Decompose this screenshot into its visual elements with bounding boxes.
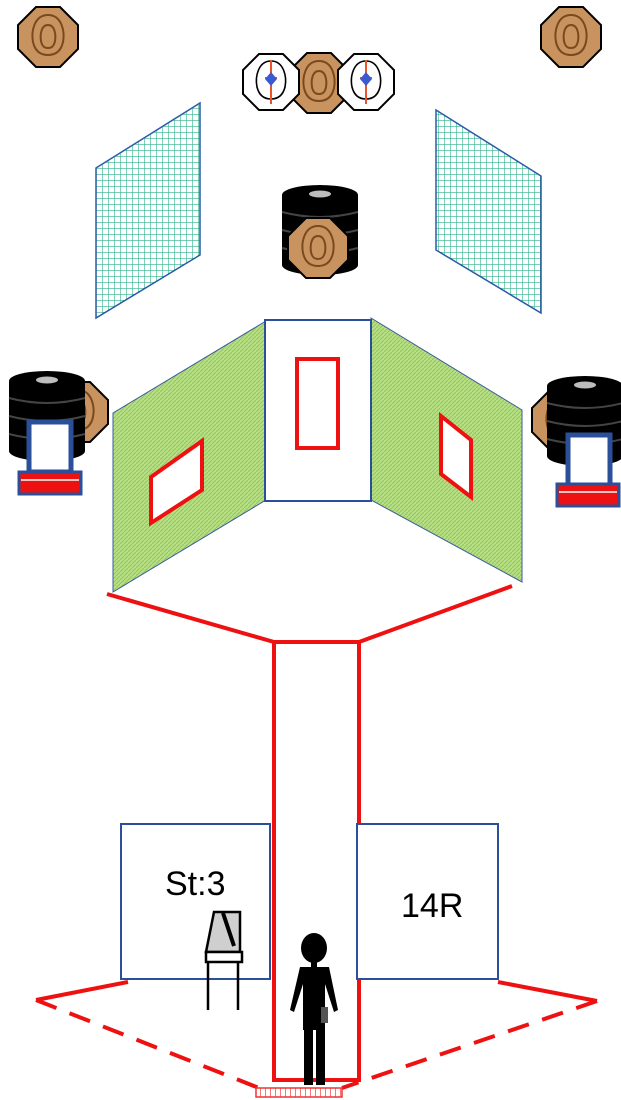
table-prop	[204, 910, 244, 1010]
mesh-barrier-right	[435, 108, 542, 315]
mesh-barrier-left	[95, 101, 201, 320]
tire-stack-left	[8, 370, 109, 496]
paper-target-right	[337, 53, 395, 111]
barrel-box-right	[565, 432, 613, 488]
red-base-right	[555, 482, 621, 508]
steel-target-top-right	[540, 6, 602, 68]
start-box	[255, 1087, 343, 1098]
red-base-left	[17, 470, 83, 496]
shooter-figure	[290, 933, 338, 1085]
tire-stack-right	[531, 375, 621, 508]
stage-code-label: 14R	[401, 887, 463, 925]
steel-target-top-left	[17, 6, 79, 68]
window-center	[295, 357, 340, 450]
tire-stack-center	[281, 184, 359, 279]
barrel-box-left	[26, 419, 74, 475]
vision-box-right	[356, 823, 499, 980]
window-left	[149, 437, 204, 527]
steel-target-center	[287, 217, 349, 279]
vision-box-left	[120, 823, 271, 980]
target-cluster-top	[242, 52, 395, 114]
paper-target-left	[242, 53, 300, 111]
stage-number-label: St:3	[165, 865, 225, 903]
window-right	[439, 411, 473, 502]
